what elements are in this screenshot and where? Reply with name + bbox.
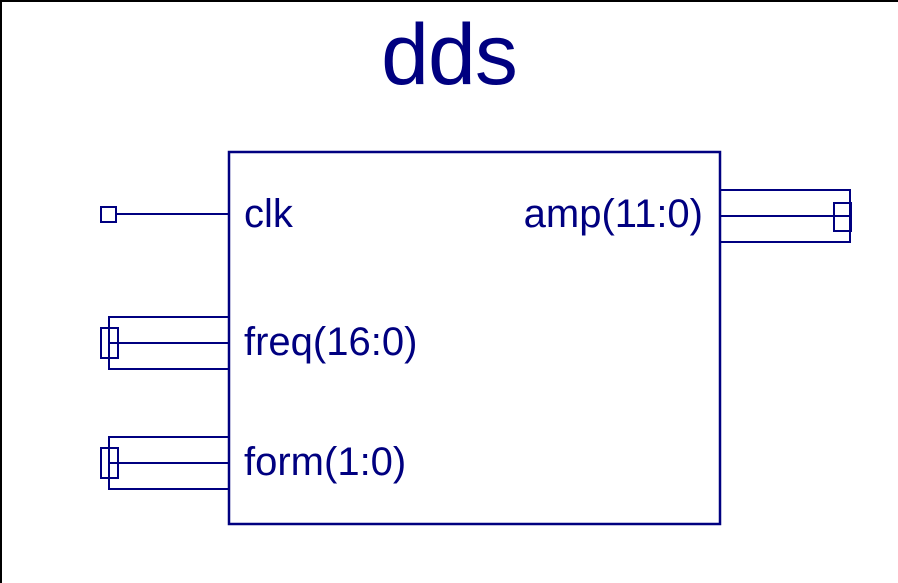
port-clk-terminal[interactable] (100, 206, 117, 223)
port-form-terminal[interactable] (100, 447, 119, 479)
port-freq-terminal[interactable] (100, 327, 119, 359)
port-clk[interactable] (100, 206, 229, 223)
port-amp-terminal[interactable] (833, 202, 852, 232)
port-label-clk: clk (244, 192, 293, 236)
port-amp[interactable] (719, 189, 852, 243)
port-label-form: form(1:0) (244, 440, 407, 484)
port-freq[interactable] (100, 316, 230, 370)
port-label-freq: freq(16:0) (244, 320, 418, 364)
port-label-amp: amp(11:0) (523, 192, 703, 236)
diagram-title: dds (381, 7, 518, 103)
image-left-border (0, 0, 2, 583)
image-top-border (0, 0, 898, 2)
port-form[interactable] (100, 436, 230, 490)
